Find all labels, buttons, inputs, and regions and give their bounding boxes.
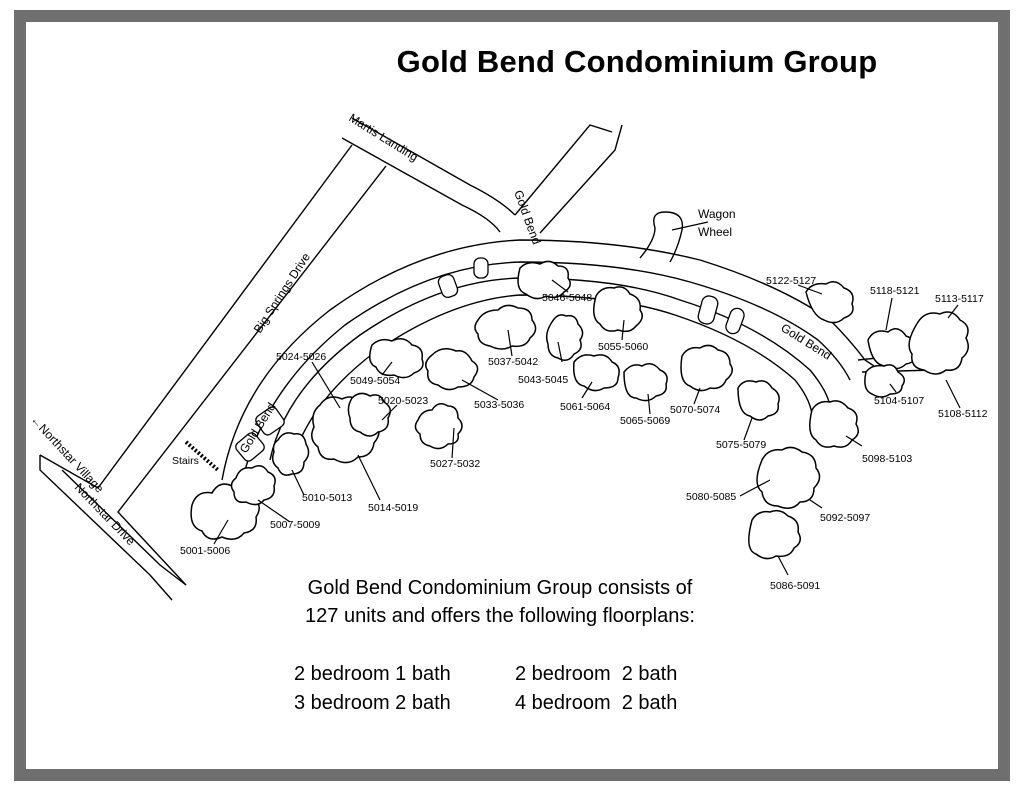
road-label-big-springs-drive: Big Springs Drive <box>251 250 313 336</box>
stairs-label: Stairs <box>172 455 199 467</box>
unit-label: 5113-5117 <box>935 293 984 305</box>
floorplans-left: 2 bedroom 1 bath 3 bedroom 2 bath <box>294 660 451 718</box>
unit-label: 5014-5019 <box>368 502 418 514</box>
unit-label: 5098-5103 <box>862 453 912 465</box>
description: Gold Bend Condominium Group consists of … <box>260 574 740 630</box>
martis-landing-road <box>351 117 516 216</box>
unit-label: 5046-5048 <box>542 292 592 304</box>
unit-label: 5075-5079 <box>716 439 766 451</box>
page-title: Gold Bend Condominium Group <box>396 44 878 79</box>
floorplan-item: 4 bedroom 2 bath <box>515 692 678 714</box>
road-label-gold-bend-right: Gold Bend <box>778 321 834 363</box>
unit-label: 5118-5121 <box>870 285 920 297</box>
unit-label: 5080-5085 <box>686 491 736 503</box>
page-area <box>26 22 998 769</box>
unit-label: 5086-5091 <box>770 580 820 592</box>
unit-label: 5108-5112 <box>938 408 988 420</box>
unit-label: 5061-5064 <box>560 401 610 413</box>
unit-label: 5065-5069 <box>620 415 670 427</box>
road-label-wagon: Wagon <box>698 207 736 221</box>
unit-label: 5024-5026 <box>276 351 326 363</box>
unit-label: 5122-5127 <box>766 275 816 287</box>
wagon-wheel-road <box>639 211 684 263</box>
unit-label: 5037-5042 <box>488 356 538 368</box>
unit-label: 5020-5023 <box>378 395 428 407</box>
road-label-northstar-village: ←Northstar Village <box>28 412 107 495</box>
big-springs-drive-road <box>39 144 353 489</box>
northstar-drive-road <box>39 455 173 601</box>
road-label-northstar-drive: Northstar Drive <box>72 480 138 548</box>
unit-label: 5027-5032 <box>430 458 480 470</box>
unit-label: 5043-5045 <box>518 374 568 386</box>
floorplan-item: 2 bedroom 2 bath <box>515 663 678 685</box>
unit-label: 5070-5074 <box>670 404 720 416</box>
road-label-martis-landing: Martis Landing <box>346 111 420 165</box>
unit-label: 5092-5097 <box>820 512 870 524</box>
unit-label: 5033-5036 <box>474 399 524 411</box>
road-label-wheel: Wheel <box>698 225 732 239</box>
unit-label: 5055-5060 <box>598 341 648 353</box>
building-clusters <box>190 260 969 560</box>
floorplans-right: 2 bedroom 2 bath 4 bedroom 2 bath <box>515 660 677 718</box>
road-label-gold-bend-upper: Gold Bend <box>511 188 544 246</box>
unit-label: 5001-5006 <box>180 545 230 557</box>
unit-label: 5010-5013 <box>302 492 352 504</box>
unit-label: 5049-5054 <box>350 375 400 387</box>
description-line-2: 127 units and offers the following floor… <box>305 605 695 627</box>
stairs <box>184 440 220 472</box>
floorplan-item: 2 bedroom 1 bath <box>294 663 451 685</box>
unit-label: 5007-5009 <box>270 519 320 531</box>
description-line-1: Gold Bend Condominium Group consists of <box>307 577 693 599</box>
unit-label: 5104-5107 <box>874 395 924 407</box>
floorplan-item: 3 bedroom 2 bath <box>294 692 451 714</box>
